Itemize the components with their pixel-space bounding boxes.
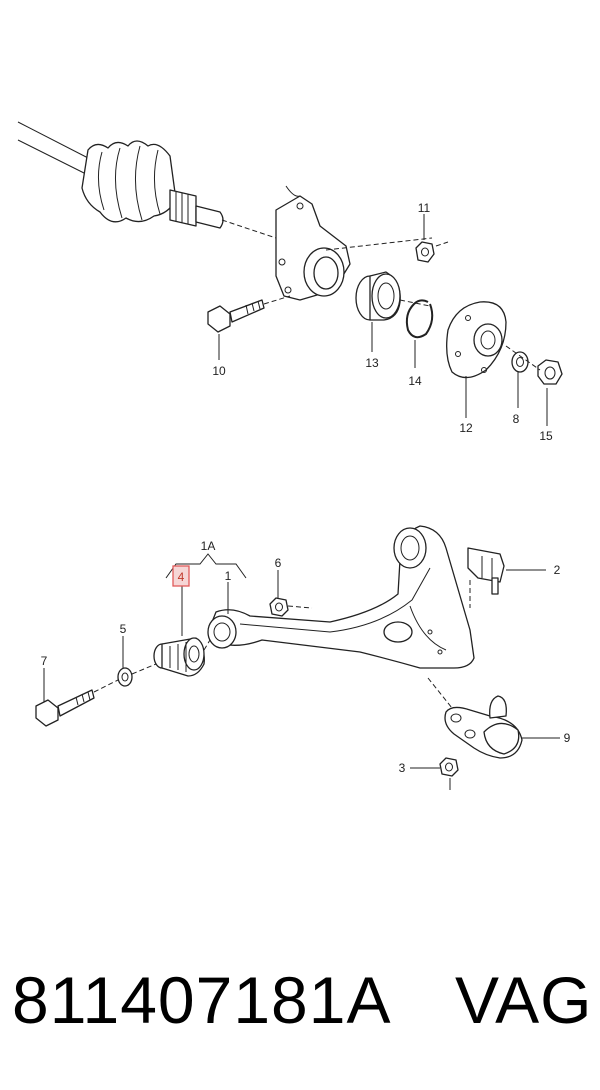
callout-8: 8 — [513, 412, 520, 426]
footer: 811407181A VAG — [0, 955, 600, 1065]
bolt-7 — [35, 689, 95, 727]
callout-1: 1 — [225, 569, 232, 583]
brand-name: VAG — [455, 963, 593, 1037]
callout-2: 2 — [554, 563, 561, 577]
mounting-bracket-2 — [467, 547, 505, 608]
callout-13: 13 — [365, 356, 379, 370]
bolt-10 — [207, 299, 265, 333]
callout-7: 7 — [41, 654, 48, 668]
callout-1A: 1A — [201, 539, 216, 553]
callout-5: 5 — [120, 622, 127, 636]
callout-10: 10 — [212, 364, 226, 378]
washer-5 — [117, 667, 133, 687]
callout-3: 3 — [399, 761, 406, 775]
washer-8 — [511, 351, 529, 373]
callout-6: 6 — [275, 556, 282, 570]
callout-11: 11 — [418, 201, 431, 215]
wheel-hub — [446, 301, 507, 379]
wishbone-arm — [207, 525, 475, 669]
part-number: 811407181A — [12, 963, 392, 1037]
callout-12: 12 — [459, 421, 473, 435]
wheel-bearing-housing — [275, 185, 351, 301]
nut-6 — [269, 597, 289, 617]
nut-11 — [415, 241, 435, 263]
circlip — [405, 299, 434, 339]
highlight-box — [172, 565, 190, 587]
nut-3 — [439, 757, 459, 790]
callout-14: 14 — [408, 374, 422, 388]
callout-15: 15 — [539, 429, 553, 443]
callout-4: 4 — [178, 570, 185, 584]
hub-nut-15 — [537, 359, 563, 385]
callout-9: 9 — [564, 731, 571, 745]
ball-joint-9 — [427, 677, 523, 759]
wheel-bearing — [355, 271, 401, 321]
rubber-bush-4 — [153, 637, 205, 677]
drive-shaft-assembly — [17, 121, 277, 239]
